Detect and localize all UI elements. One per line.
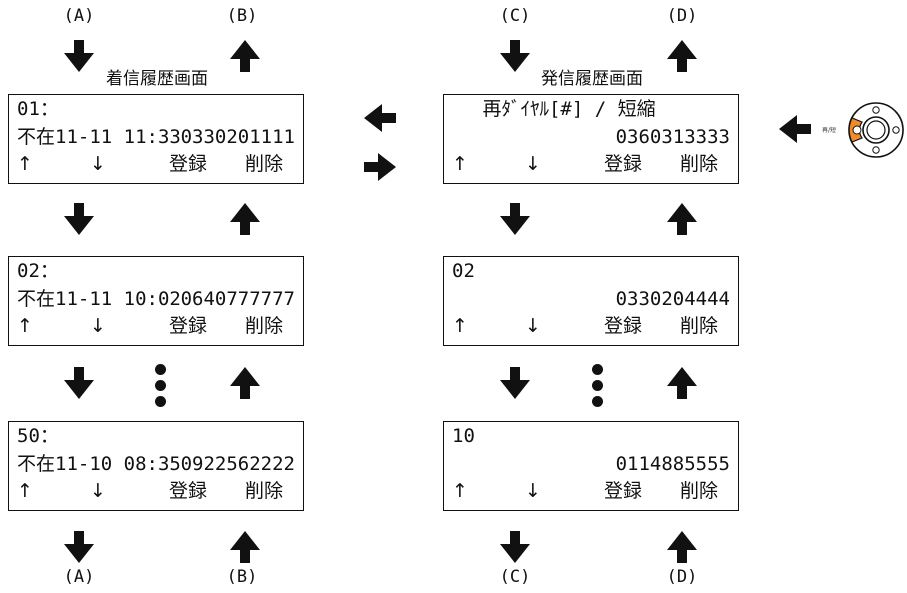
up-arrow-icon [667, 40, 697, 72]
down-key[interactable]: ↓ [90, 480, 106, 502]
screen-line-2: 不在11-11 10:02 0640777777 [17, 288, 295, 310]
screen-line-1: 10 [452, 425, 475, 447]
label-d-bottom: (D) [666, 567, 698, 587]
screen-line-1: 再ﾀﾞｲﾔﾙ[#] / 短縮 [452, 98, 656, 120]
up-key[interactable]: ↑ [452, 315, 468, 337]
up-arrow-icon [230, 203, 260, 235]
label-a-top: (A) [63, 6, 95, 26]
screen-line-2: 不在11-11 11:33 0330201111 [17, 126, 295, 148]
call-info: 不在11-10 08:35 [17, 453, 181, 475]
ellipsis-dots-incoming [155, 364, 167, 412]
phone-number: 0640777777 [180, 288, 295, 310]
down-arrow-icon [500, 531, 530, 563]
screen-line-1: 02 [452, 260, 475, 282]
outgoing-screen-1: 再ﾀﾞｲﾔﾙ[#] / 短縮 0360313333 ↑ ↓ 登録 削除 [443, 94, 739, 184]
up-key[interactable]: ↑ [452, 153, 468, 175]
incoming-history-caption: 着信履歴画面 [106, 69, 208, 89]
outgoing-screen-3: 10 0114885555 ↑ ↓ 登録 削除 [443, 421, 739, 511]
register-key[interactable]: 登録 [169, 315, 208, 337]
delete-key[interactable]: 削除 [680, 153, 719, 175]
delete-key[interactable]: 削除 [680, 315, 719, 337]
register-key[interactable]: 登録 [604, 153, 643, 175]
up-arrow-icon [230, 40, 260, 72]
up-key[interactable]: ↑ [17, 153, 33, 175]
screen-line-1: 50： [17, 425, 59, 447]
navigation-pad-icon[interactable] [842, 100, 906, 160]
down-arrow-icon [64, 367, 94, 399]
left-arrow-icon [364, 104, 396, 132]
delete-key[interactable]: 削除 [245, 315, 284, 337]
incoming-screen-1: 01： 不在11-11 11:33 0330201111 ↑ ↓ 登録 削除 [8, 94, 304, 184]
delete-key[interactable]: 削除 [245, 153, 284, 175]
screen-line-2: 不在11-10 08:35 0922562222 [17, 453, 295, 475]
screen-line-1: 02： [17, 260, 59, 282]
up-key[interactable]: ↑ [17, 315, 33, 337]
label-b-bottom: (B) [226, 567, 258, 587]
left-arrow-icon [779, 115, 811, 143]
phone-number: 0330201111 [180, 126, 295, 148]
call-info: 不在11-11 11:33 [17, 126, 181, 148]
call-info: 不在11-11 10:02 [17, 288, 181, 310]
down-key[interactable]: ↓ [90, 315, 106, 337]
screen-line-1: 01： [17, 98, 59, 120]
down-arrow-icon [64, 203, 94, 235]
label-a-bottom: (A) [63, 567, 95, 587]
up-key[interactable]: ↑ [452, 480, 468, 502]
redial-button-label: 再/短 [822, 127, 837, 134]
outgoing-history-caption: 発信履歴画面 [541, 69, 643, 89]
phone-number: 0114885555 [615, 453, 730, 475]
ellipsis-dots-outgoing [592, 364, 604, 412]
down-key[interactable]: ↓ [525, 480, 541, 502]
down-key[interactable]: ↓ [525, 153, 541, 175]
up-arrow-icon [667, 367, 697, 399]
phone-number: 0360313333 [615, 126, 730, 148]
down-key[interactable]: ↓ [525, 315, 541, 337]
down-arrow-icon [64, 531, 94, 563]
up-arrow-icon [230, 367, 260, 399]
label-b-top: (B) [226, 6, 258, 26]
phone-number: 0922562222 [180, 453, 295, 475]
phone-number: 0330204444 [615, 288, 730, 310]
register-key[interactable]: 登録 [604, 480, 643, 502]
down-key[interactable]: ↓ [90, 153, 106, 175]
delete-key[interactable]: 削除 [680, 480, 719, 502]
delete-key[interactable]: 削除 [245, 480, 284, 502]
label-c-bottom: (C) [499, 567, 531, 587]
register-key[interactable]: 登録 [169, 480, 208, 502]
incoming-screen-3: 50： 不在11-10 08:35 0922562222 ↑ ↓ 登録 削除 [8, 421, 304, 511]
down-arrow-icon [500, 367, 530, 399]
up-key[interactable]: ↑ [17, 480, 33, 502]
register-key[interactable]: 登録 [604, 315, 643, 337]
label-c-top: (C) [499, 6, 531, 26]
down-arrow-icon [500, 40, 530, 72]
up-arrow-icon [667, 531, 697, 563]
label-d-top: (D) [666, 6, 698, 26]
up-arrow-icon [667, 203, 697, 235]
outgoing-screen-2: 02 0330204444 ↑ ↓ 登録 削除 [443, 256, 739, 346]
up-arrow-icon [230, 531, 260, 563]
right-arrow-icon [364, 153, 396, 181]
down-arrow-icon [64, 40, 94, 72]
down-arrow-icon [500, 203, 530, 235]
incoming-screen-2: 02： 不在11-11 10:02 0640777777 ↑ ↓ 登録 削除 [8, 256, 304, 346]
register-key[interactable]: 登録 [169, 153, 208, 175]
